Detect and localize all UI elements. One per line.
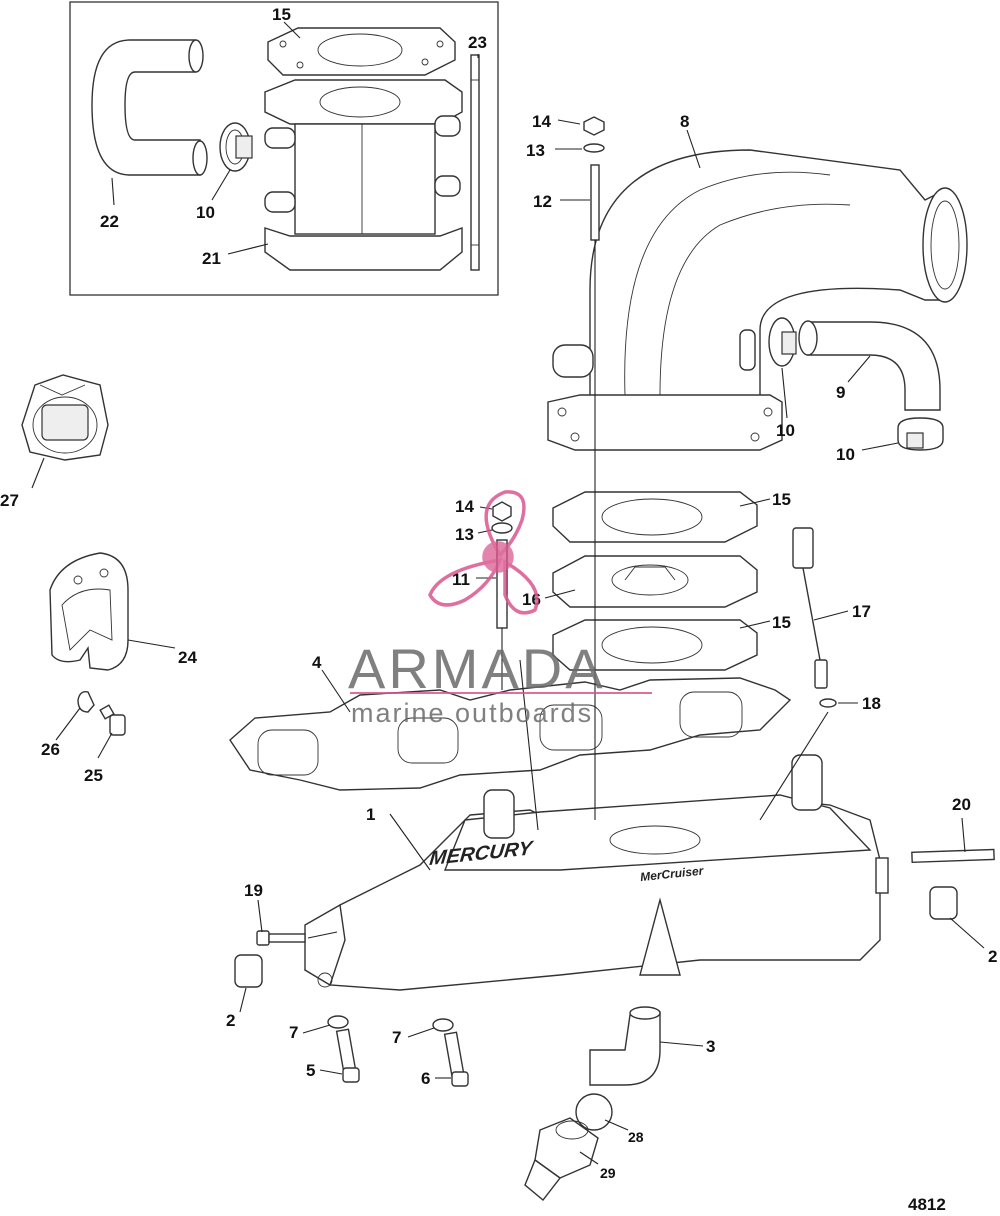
part-19-bolt bbox=[256, 930, 306, 946]
callout-3: 3 bbox=[706, 1037, 715, 1056]
callout-18: 18 bbox=[862, 694, 881, 713]
callout-6: 6 bbox=[421, 1069, 430, 1088]
callout-22: 22 bbox=[100, 212, 119, 231]
part-22-u-hose bbox=[91, 39, 208, 176]
part-3-elbow-fitting bbox=[589, 1006, 661, 1086]
callout-8: 8 bbox=[680, 112, 689, 131]
diagram-number: 4812 bbox=[908, 1195, 946, 1214]
part-25-screw bbox=[99, 704, 126, 736]
callout-4: 4 bbox=[312, 653, 322, 672]
part-14-nut-mid bbox=[492, 501, 512, 522]
callout-13-upper: 13 bbox=[526, 141, 545, 160]
propeller-logo-icon bbox=[428, 490, 539, 615]
part-18-o-ring bbox=[819, 698, 837, 708]
callout-21: 21 bbox=[202, 249, 221, 268]
part-24-heat-shield bbox=[49, 552, 129, 671]
part-17-temperature-sensor bbox=[792, 527, 828, 689]
callout-14-mid: 14 bbox=[455, 497, 474, 516]
part-28-ball bbox=[575, 1093, 613, 1131]
watermark-brand: ARMADA bbox=[348, 637, 606, 700]
part-21-exhaust-elbow-body bbox=[264, 79, 463, 271]
callout-11: 11 bbox=[452, 570, 470, 589]
part-10-hose-clamp-upper bbox=[768, 317, 797, 367]
mercruiser-logo-text: MerCruiser bbox=[639, 863, 705, 884]
callout-15-inset: 15 bbox=[272, 5, 291, 24]
part-15-gasket-lower bbox=[552, 619, 758, 671]
watermark-tagline: marine outboards bbox=[351, 698, 593, 728]
part-29-fitting bbox=[524, 1117, 599, 1202]
callout-27: 27 bbox=[0, 491, 19, 510]
part-1-exhaust-manifold bbox=[304, 754, 889, 991]
callout-5: 5 bbox=[306, 1061, 315, 1080]
callout-20: 20 bbox=[952, 795, 971, 814]
part-12-stud bbox=[590, 164, 600, 241]
callout-9: 9 bbox=[836, 383, 845, 402]
part-9-hose bbox=[798, 320, 941, 411]
part-4-manifold-gasket bbox=[229, 677, 792, 791]
part-10-hose-clamp-inset bbox=[219, 122, 253, 172]
callout-25: 25 bbox=[84, 766, 103, 785]
callout-28: 28 bbox=[628, 1129, 644, 1145]
part-14-nut bbox=[583, 116, 605, 136]
callout-17: 17 bbox=[852, 602, 871, 621]
part-13-washer-mid bbox=[491, 522, 513, 534]
callout-2-right: 2 bbox=[988, 947, 997, 966]
part-15-gasket-inset bbox=[267, 27, 456, 76]
part-16-spacer-plate bbox=[552, 555, 758, 608]
part-20-stud bbox=[911, 848, 995, 864]
inset-frame bbox=[69, 1, 499, 296]
callout-15-upper: 15 bbox=[772, 490, 791, 509]
part-27-flame-arrestor bbox=[21, 374, 109, 461]
callout-10-inset: 10 bbox=[196, 203, 215, 222]
part-13-washer bbox=[583, 143, 605, 153]
callout-10-lower: 10 bbox=[836, 445, 855, 464]
callout-2-left: 2 bbox=[226, 1011, 235, 1030]
callout-26: 26 bbox=[41, 740, 60, 759]
callout-14-upper: 14 bbox=[532, 112, 551, 131]
callout-10-upper: 10 bbox=[776, 421, 795, 440]
callout-12: 12 bbox=[533, 192, 552, 211]
callout-24: 24 bbox=[178, 648, 197, 667]
callout-7-left: 7 bbox=[289, 1023, 298, 1042]
callout-labels: 1 2 2 3 4 5 6 7 7 8 9 10 10 10 11 12 13 … bbox=[0, 5, 997, 1181]
part-26-washer bbox=[77, 690, 95, 713]
callout-23: 23 bbox=[468, 33, 487, 52]
armada-watermark: ARMADA marine outboards bbox=[348, 490, 652, 728]
callout-13-mid: 13 bbox=[455, 525, 474, 544]
part-5-bolt bbox=[335, 1028, 360, 1083]
callout-29: 29 bbox=[600, 1165, 616, 1181]
callout-7-right: 7 bbox=[392, 1028, 401, 1047]
callout-1: 1 bbox=[366, 805, 375, 824]
part-7-washer-right bbox=[432, 1018, 454, 1032]
part-7-washer-left bbox=[327, 1015, 349, 1029]
part-2-pipe-plug-right bbox=[929, 886, 958, 920]
callout-15-lower: 15 bbox=[772, 613, 791, 632]
part-15-gasket-upper bbox=[552, 491, 758, 543]
part-6-bolt bbox=[443, 1031, 469, 1087]
part-10-hose-clamp-lower bbox=[897, 417, 944, 451]
part-2-pipe-plug-left bbox=[234, 954, 263, 988]
part-8-exhaust-elbow bbox=[547, 149, 968, 451]
callout-19: 19 bbox=[244, 881, 263, 900]
part-23-long-stud bbox=[470, 54, 480, 271]
